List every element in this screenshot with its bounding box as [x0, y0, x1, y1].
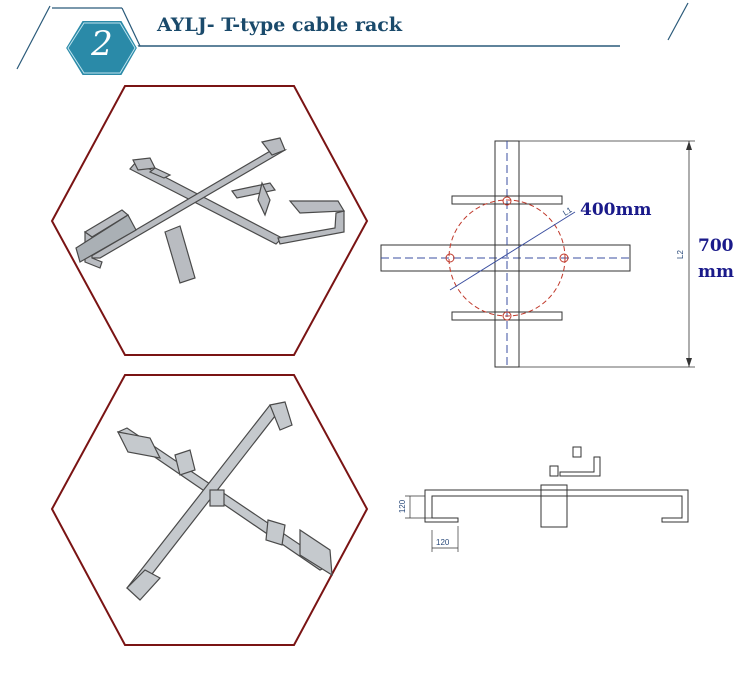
radius-label: 400mm	[580, 200, 652, 220]
side-view-drawing	[405, 446, 689, 552]
page-title: AYLJ- T-type cable rack	[157, 14, 403, 36]
rack-image-top	[75, 137, 346, 284]
side-width-dim: 120	[436, 538, 450, 547]
height-unit: mm	[698, 262, 734, 282]
header-slash-right	[667, 2, 689, 41]
height-value: 700	[698, 236, 734, 256]
height-tag: L2	[675, 250, 685, 259]
badge-number: 2	[91, 24, 113, 64]
number-badge	[63, 19, 140, 77]
header-slant-rule	[121, 7, 141, 47]
header-slash-left	[16, 5, 51, 70]
rack-image-bottom	[116, 401, 333, 601]
top-view-drawing	[380, 140, 695, 368]
photo-hexagon-top	[50, 85, 369, 356]
photo-hexagon-bottom	[50, 374, 369, 646]
side-height-dim: 120	[398, 499, 408, 514]
